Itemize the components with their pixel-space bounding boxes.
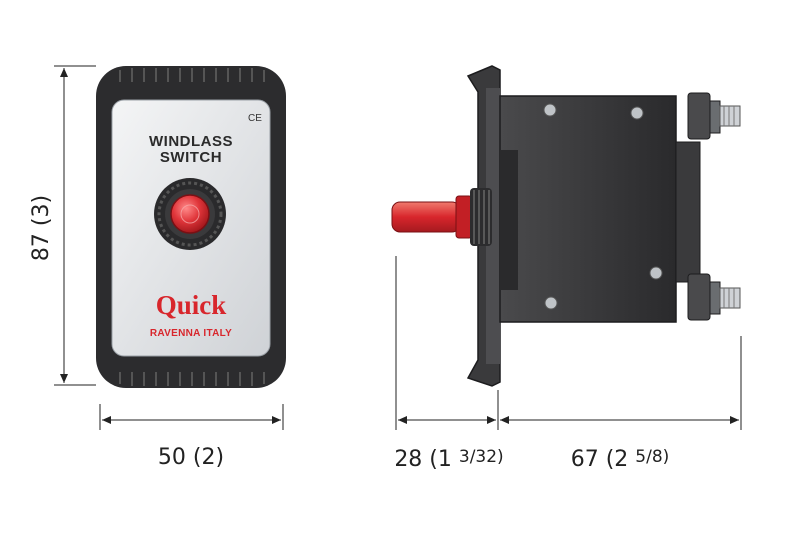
terminal-bottom xyxy=(687,273,741,321)
label-line-1: WINDLASS xyxy=(149,133,233,150)
label-line-2: SWITCH xyxy=(160,149,222,166)
width-label: 50 (2) xyxy=(158,445,224,470)
depth-back-label: 67 (2 5/8) xyxy=(571,447,670,472)
body-screws xyxy=(543,103,663,310)
height-label: 87 (3) xyxy=(29,195,54,261)
height-dimension xyxy=(54,65,96,386)
width-dimension xyxy=(99,404,284,430)
front-view: CE WINDLASS SWITCH Quick RAVENNA ITALY xyxy=(96,66,286,388)
threaded-bushing xyxy=(470,188,492,246)
depth-dimensions xyxy=(395,256,742,430)
toggle-lever xyxy=(391,201,461,233)
side-view xyxy=(391,65,741,387)
brand-subtitle: RAVENNA ITALY xyxy=(150,328,232,339)
depth-front-label: 28 (1 3/32) xyxy=(394,447,503,472)
terminal-top xyxy=(687,92,741,140)
brand-logo: Quick xyxy=(156,290,227,320)
ce-mark: CE xyxy=(248,113,262,124)
breaker-body xyxy=(499,95,677,323)
rear-block xyxy=(675,141,701,283)
housing-ribs xyxy=(119,68,265,386)
push-button xyxy=(154,178,226,250)
